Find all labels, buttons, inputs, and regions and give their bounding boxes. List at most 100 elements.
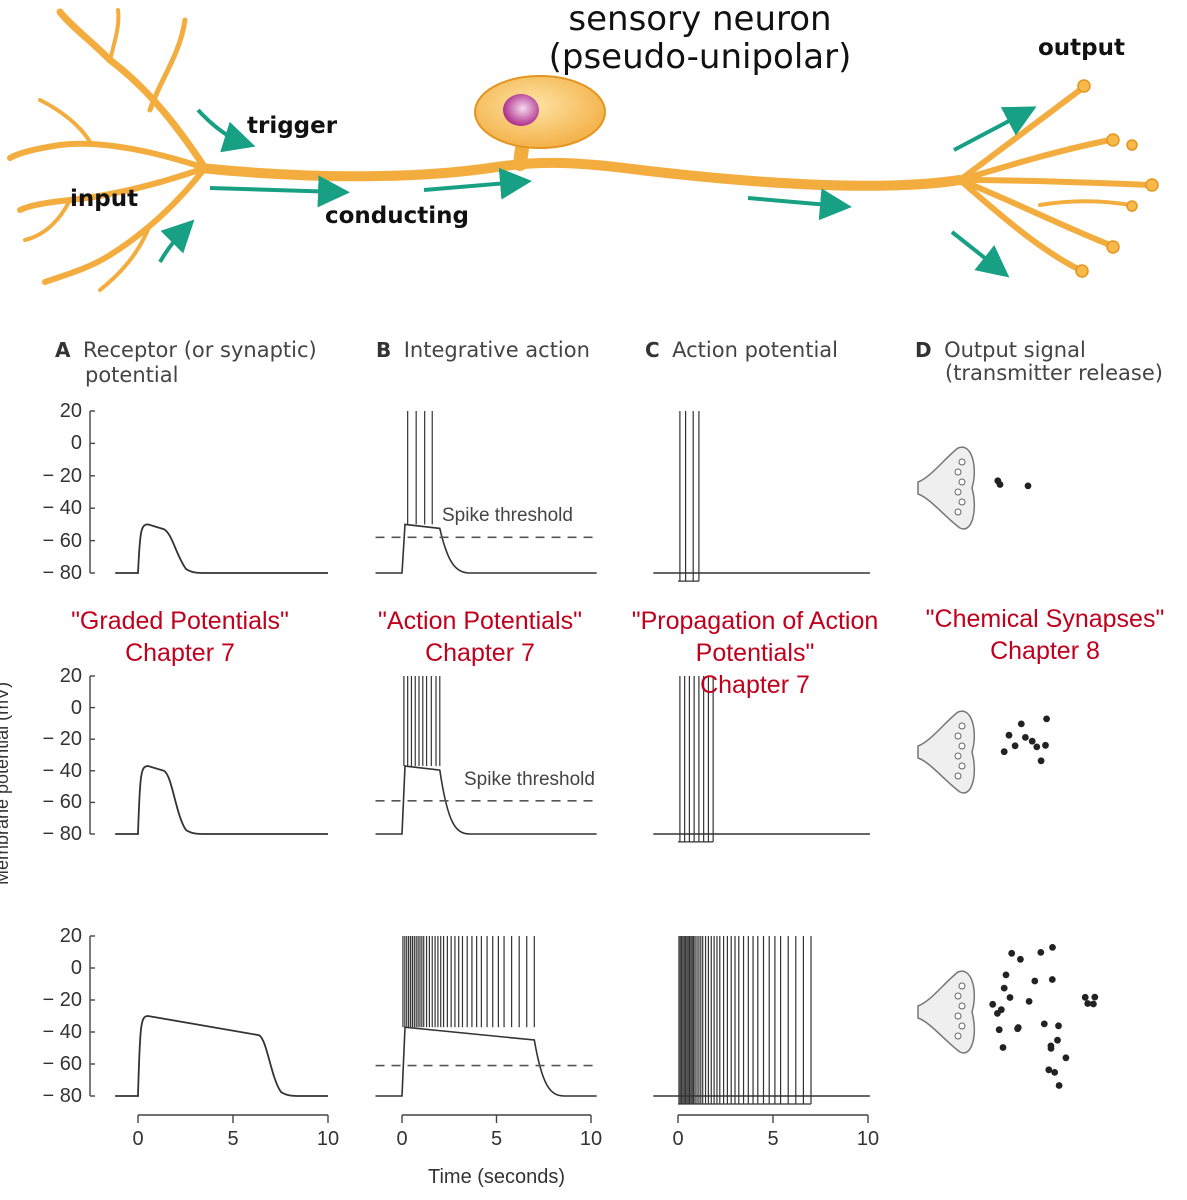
arrow-conducting-3 (747, 188, 852, 221)
neuron-title-line1: sensory neuron (568, 0, 832, 39)
nucleus (503, 94, 539, 126)
transmitter-vesicle (1091, 993, 1099, 1001)
chapter-ref-graded: "Graded Potentials" Chapter 7 (40, 605, 320, 669)
transmitter-vesicle (1055, 1022, 1062, 1030)
y-tick-label: − 80 (42, 1085, 82, 1107)
transmitter-vesicle (1022, 734, 1029, 741)
integrative-trace (375, 765, 597, 835)
chapter-ref-propagation-line3: Chapter 7 (700, 671, 810, 699)
panel-letter-c: C (645, 338, 660, 362)
axon-terminal-buttons (1075, 79, 1159, 278)
transmitter-vesicle (1008, 949, 1016, 957)
y-tick-label: 0 (70, 432, 82, 455)
y-tick-label: − 40 (42, 759, 82, 782)
neuron-title: sensory neuron (pseudo-unipolar) (520, 0, 880, 76)
transmitter-vesicle (999, 1044, 1007, 1051)
panel-letter-a: A (55, 338, 71, 362)
y-tick-label: − 20 (42, 989, 82, 1011)
chapter-ref-action-line2: Chapter 7 (425, 639, 535, 667)
x-tick-label: 10 (316, 1128, 340, 1150)
transmitter-vesicle (1031, 977, 1039, 985)
chapter-ref-synapses: "Chemical Synapses" Chapter 8 (905, 603, 1185, 667)
label-trigger: trigger (247, 113, 338, 139)
receptor-potential-trace (115, 1015, 328, 1097)
receptor-potential-trace (115, 523, 328, 574)
spike-threshold-label-row2: Spike threshold (464, 769, 595, 790)
x-tick-label: 0 (132, 1128, 144, 1150)
transmitter-vesicle (1040, 1020, 1048, 1028)
sensory-neuron-illustration (7, 8, 1159, 292)
chapter-ref-propagation-line2: Potentials" (695, 639, 815, 667)
soma (474, 75, 606, 149)
chapter-ref-action-line1: "Action Potentials" (378, 607, 582, 635)
y-tick-label: 20 (59, 925, 82, 947)
transmitter-vesicle (1014, 1025, 1021, 1033)
y-tick-label: 0 (70, 696, 82, 719)
spike-threshold-label-row1: Spike threshold (442, 505, 573, 526)
neuron-processes (7, 8, 1153, 292)
recording-plots (115, 411, 870, 1105)
transmitter-vesicle (1000, 748, 1008, 756)
transmitter-vesicle (1006, 994, 1014, 1001)
synapse-illustrations (917, 446, 1099, 1089)
arrow-conducting-1 (209, 175, 350, 208)
transmitter-vesicle (1051, 1069, 1059, 1076)
chapter-ref-graded-line2: Chapter 7 (125, 639, 235, 667)
panel-header-c: C Action potential (645, 338, 838, 362)
transmitter-vesicle (1017, 955, 1024, 963)
x-tick-label: 10 (856, 1128, 880, 1150)
x-tick-label: 0 (672, 1128, 684, 1150)
x-tick-label: 10 (579, 1128, 603, 1150)
receptor-potential-trace (115, 765, 328, 835)
transmitter-vesicle (1025, 998, 1033, 1005)
panel-header-b: B Integrative action (376, 338, 590, 362)
transmitter-vesicle (1049, 944, 1056, 951)
transmitter-vesicle (994, 1010, 1001, 1017)
label-input: input (70, 186, 139, 212)
y-tick-label: − 20 (42, 728, 82, 751)
y-tick-label: 20 (59, 400, 82, 422)
synaptic-terminal (917, 710, 976, 794)
y-tick-label: 0 (70, 957, 82, 979)
transmitter-vesicle (1045, 1066, 1053, 1074)
transmitter-vesicle (995, 1026, 1003, 1034)
transmitter-vesicle (1028, 737, 1036, 745)
transmitter-vesicle (1042, 741, 1049, 749)
axis-ticks (89, 410, 869, 1123)
integrative-trace (375, 523, 597, 574)
synaptic-terminal (917, 446, 976, 530)
transmitter-vesicle (1037, 757, 1045, 765)
chapter-ref-action: "Action Potentials" Chapter 7 (345, 605, 615, 669)
panel-title-d-line1: Output signal (944, 338, 1086, 362)
synaptic-terminal (917, 970, 976, 1054)
y-tick-label: − 80 (42, 562, 82, 584)
arrow-input (158, 219, 195, 263)
integrative-trace (375, 1026, 597, 1097)
x-tick-label: 0 (396, 1128, 408, 1150)
transmitter-vesicle (1017, 720, 1025, 728)
transmitter-vesicle (1033, 743, 1041, 751)
panel-title-d-line2: (transmitter release) (945, 361, 1163, 385)
y-tick-label: − 80 (42, 823, 82, 845)
transmitter-vesicle (1062, 1054, 1070, 1062)
chapter-ref-propagation: "Propagation of Action Potentials" Chapt… (610, 605, 900, 701)
transmitter-vesicle (1048, 976, 1056, 983)
panel-letter-b: B (376, 338, 392, 362)
transmitter-vesicle (1011, 742, 1019, 750)
label-output: output (1038, 35, 1126, 61)
chapter-ref-synapses-line2: Chapter 8 (990, 637, 1100, 665)
arrow-output-up (953, 106, 1037, 152)
panel-letter-d: D (915, 338, 932, 362)
y-tick-label: − 20 (42, 464, 82, 487)
signal-direction-arrows (158, 106, 1037, 278)
transmitter-vesicle (1043, 715, 1050, 723)
panel-header-d: D Output signal (915, 338, 1086, 362)
y-axis-title: Membrane potential (mV) (0, 681, 12, 885)
arrow-output-down (950, 230, 1010, 278)
transmitter-vesicle (1037, 949, 1045, 956)
label-conducting: conducting (325, 203, 469, 229)
transmitter-vesicle (1084, 1000, 1092, 1007)
panel-header-a: A Receptor (or synaptic) (55, 338, 317, 362)
transmitter-vesicle (989, 1000, 997, 1008)
